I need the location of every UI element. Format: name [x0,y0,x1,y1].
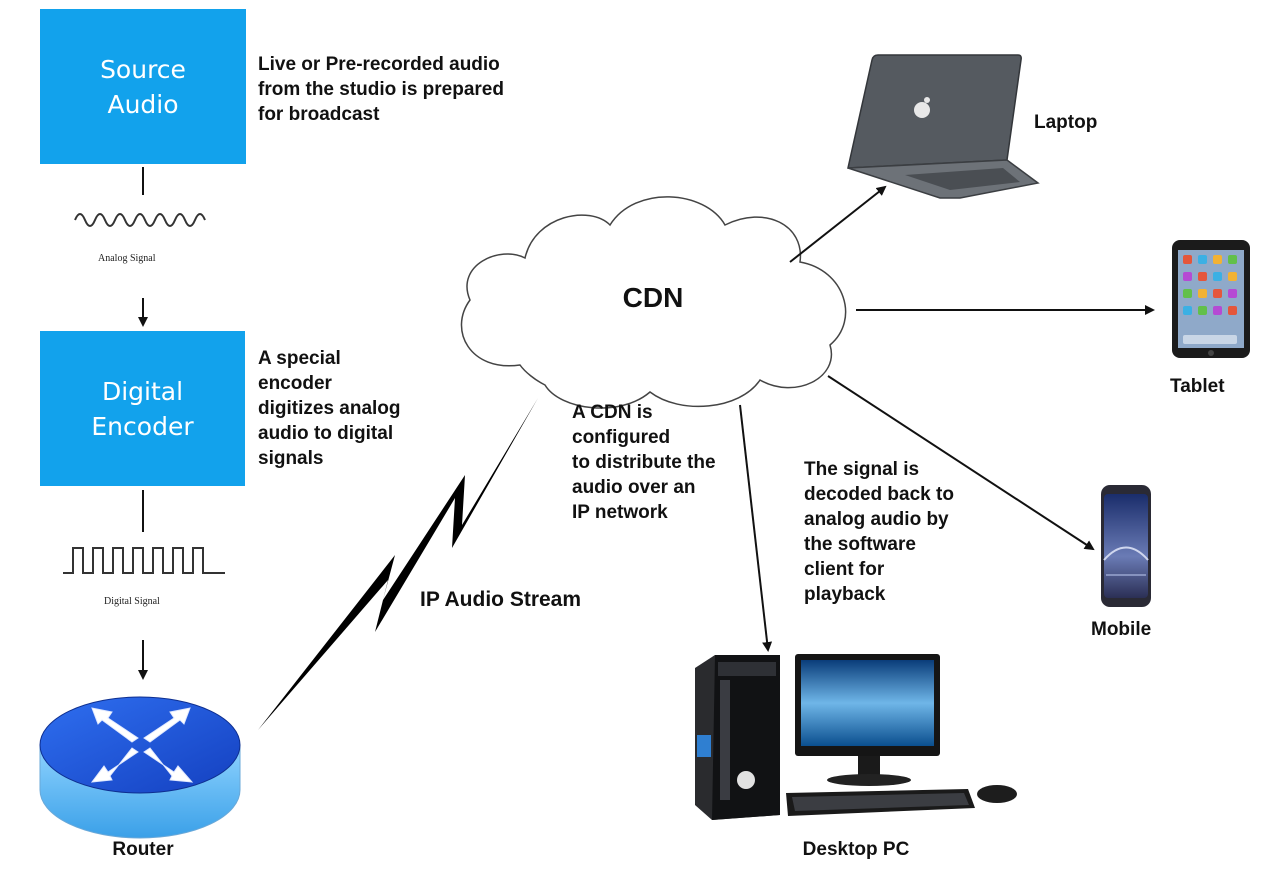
cdn-description-line: configured [572,427,671,448]
digital-encoder-description: A special encoder digitizes analog audio… [258,346,401,471]
source-audio-title-line2: Audio [107,89,179,119]
decode-description: The signal is decoded back to analog aud… [804,457,954,607]
cdn-description-line: IP network [572,502,668,523]
ip-stream-lightning-bolt [258,398,538,730]
digital-encoder-title-line2: Encoder [91,411,194,441]
decode-description-line: decoded back to [804,484,954,505]
cdn-description-line: to distribute the [572,452,716,473]
digital-encoder-title-line1: Digital [101,376,184,406]
cdn-to-desktop-arrow [739,404,773,652]
desktop-pc-icon [695,654,1017,820]
router-icon [39,696,241,839]
source-audio-box: Source Audio [40,9,246,164]
encoder-description-line: digitizes analog [258,398,401,419]
decode-description-line: playback [804,584,886,605]
digital-encoder-box: Digital Encoder [40,331,245,486]
router-label: Router [112,839,174,860]
cdn-description-line: A CDN is [572,402,653,423]
analog-signal-wave [74,213,206,227]
mobile-label: Mobile [1091,619,1152,640]
source-audio-description: Live or Pre-recorded audio from the stud… [258,52,504,127]
decode-description-line: client for [804,559,885,580]
cdn-to-mobile-arrow [827,375,1095,551]
source-audio-title-line1: Source [100,54,186,84]
cdn-description-line: audio over an [572,477,696,498]
encoder-description-line: A special [258,348,341,369]
laptop-label: Laptop [1034,112,1098,133]
source-description-line: Live or Pre-recorded audio [258,54,500,75]
cdn-title: CDN [622,282,684,313]
mobile-icon [1101,485,1151,607]
laptop-icon [847,54,1040,199]
cdn-to-laptop-arrow [789,185,887,263]
source-description-line: from the studio is prepared [258,79,504,100]
ip-audio-stream-label: IP Audio Stream [420,588,582,611]
tablet-label: Tablet [1170,376,1225,397]
encoder-description-line: encoder [258,373,332,394]
decode-description-line: analog audio by [804,509,949,530]
source-description-line: for broadcast [258,104,380,125]
encoder-description-line: signals [258,448,324,469]
encoder-description-line: audio to digital [258,423,394,444]
digital-signal-wave [63,547,225,574]
cdn-description: A CDN is configured to distribute the au… [572,400,716,525]
desktop-pc-label: Desktop PC [802,839,910,860]
decode-description-line: The signal is [804,459,920,480]
digital-signal-label: Digital Signal [104,596,160,607]
analog-signal-label: Analog Signal [98,253,156,264]
decode-description-line: the software [804,534,916,555]
tablet-icon [1172,240,1250,358]
